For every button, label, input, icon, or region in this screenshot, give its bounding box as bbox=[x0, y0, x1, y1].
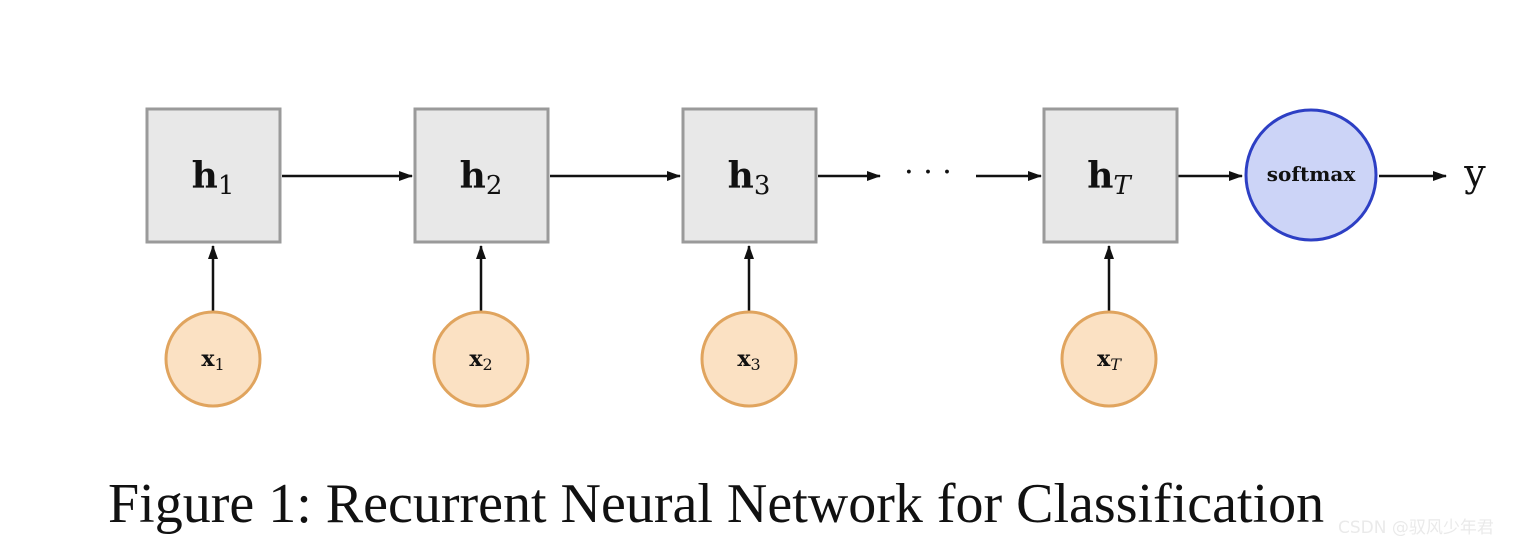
hidden-node-hT-base: h bbox=[1087, 155, 1113, 197]
input-node-x1: x1 bbox=[164, 310, 262, 408]
input-node-x1-sub: 1 bbox=[214, 355, 224, 374]
input-node-x3-base: x bbox=[737, 346, 751, 372]
hidden-node-h2-base: h bbox=[460, 155, 486, 197]
svg-text:h2: h2 bbox=[460, 155, 503, 201]
svg-text:xT: xT bbox=[1097, 346, 1122, 374]
hidden-node-h1-base: h bbox=[192, 155, 218, 197]
softmax-node: softmax bbox=[1244, 108, 1378, 242]
svg-text:h3: h3 bbox=[728, 155, 771, 201]
input-node-x1-base: x bbox=[201, 346, 215, 372]
input-node-x2-base: x bbox=[469, 346, 483, 372]
softmax-label: softmax bbox=[1267, 162, 1357, 186]
figure-caption: Figure 1: Recurrent Neural Network for C… bbox=[108, 473, 1325, 535]
hidden-node-h3-base: h bbox=[728, 155, 754, 197]
input-node-x2-sub: 2 bbox=[482, 355, 492, 374]
input-node-x2: x2 bbox=[432, 310, 530, 408]
input-node-xT-sub: T bbox=[1110, 355, 1122, 374]
svg-text:hT: hT bbox=[1087, 155, 1132, 201]
hidden-node-hT-sub: T bbox=[1113, 171, 1132, 201]
input-node-xT: xT bbox=[1060, 310, 1158, 408]
hidden-node-h3: h3 bbox=[681, 107, 818, 244]
output-label: y bbox=[1463, 151, 1486, 195]
hidden-node-hT: hT bbox=[1042, 107, 1179, 244]
input-node-xT-base: x bbox=[1097, 346, 1111, 372]
svg-text:h1: h1 bbox=[192, 155, 235, 201]
svg-text:x1: x1 bbox=[201, 346, 224, 374]
input-node-x3-sub: 3 bbox=[750, 355, 760, 374]
input-node-x3: x3 bbox=[700, 310, 798, 408]
hidden-node-h3-sub: 3 bbox=[754, 171, 771, 201]
hidden-node-h2: h2 bbox=[413, 107, 550, 244]
watermark: CSDN @驭风少年君 bbox=[1338, 518, 1494, 538]
svg-text:x2: x2 bbox=[469, 346, 492, 374]
hidden-node-h1-sub: 1 bbox=[218, 171, 235, 201]
hidden-node-h2-sub: 2 bbox=[486, 171, 503, 201]
svg-text:x3: x3 bbox=[737, 346, 760, 374]
ellipsis: · · · bbox=[904, 155, 952, 190]
hidden-node-h1: h1 bbox=[145, 107, 282, 244]
